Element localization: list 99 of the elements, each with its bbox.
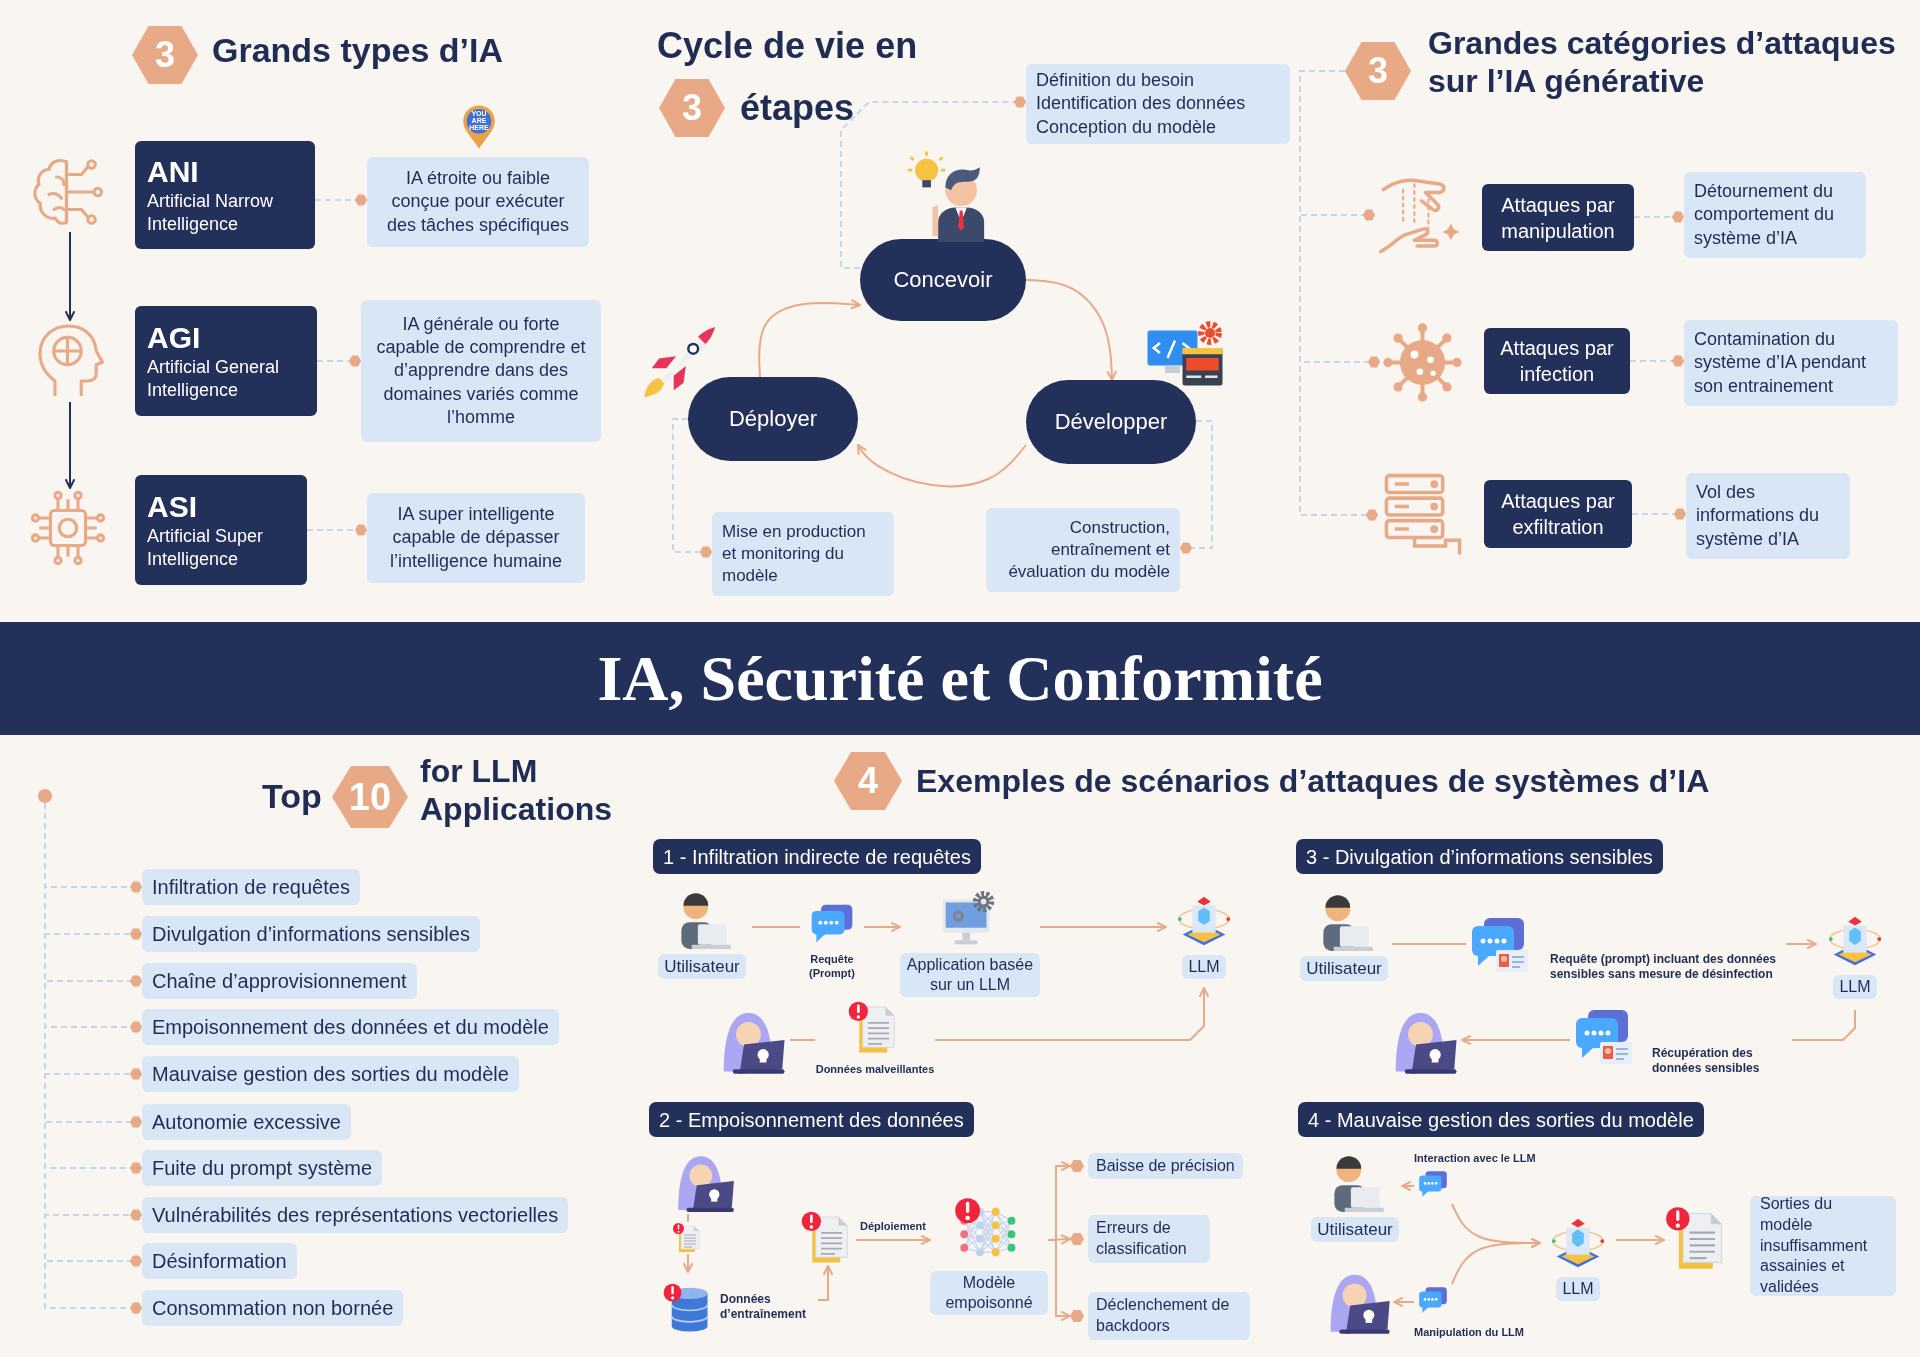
arrow [64,401,76,489]
arrow [863,921,901,933]
section-heading: Top [262,776,323,817]
scenario-header: 2 - Empoisonnement des données [649,1102,974,1137]
node-label: Utilisateur [1311,1217,1399,1243]
type-full-name: Artificial Narrow Intelligence [147,189,275,236]
list-item: Empoisonnement des données et du modèle [142,1009,559,1045]
type-card [135,141,315,249]
type-acronym: ANI [147,153,200,190]
node-label: LLM [1182,955,1226,979]
section-heading: Grandes catégories d’attaques sur l’IA générative [1428,24,1897,101]
node-label: LLM [1833,975,1877,999]
list-item: Fuite du prompt système [142,1150,383,1186]
list-item: Chaîne d’approvisionnement [142,963,417,999]
scenario-header: 1 - Infiltration indirecte de requêtes [653,839,981,874]
type-card [135,475,307,585]
category-box: Attaques par exfiltration [1484,480,1632,548]
arrow [1785,938,1817,950]
arrow [1461,1034,1571,1046]
connector-line [789,1039,816,1041]
leader-line [316,355,362,367]
description-label: Vol des informations du système d’IA [1686,473,1850,559]
connector-line [1391,943,1467,945]
arrow [64,231,76,321]
type-acronym: AGI [147,319,202,356]
step-pill: Développer [1026,380,1196,464]
connector-line [1791,1009,1856,1041]
edge-label: Déploiement [857,1220,929,1232]
connector-line [751,926,801,928]
description-label: Mise en production et monitoring du modèle [712,512,894,596]
type-full-name: Artificial Super Intelligence [147,524,265,571]
node-label: Utilisateur [1300,956,1388,982]
node-label: Manipulation du LLM [1414,1326,1524,1340]
node-label: Requête (Prompt) [808,953,856,981]
list-item: Consommation non bornée [142,1290,404,1326]
leader-line [306,524,368,536]
category-box: Attaques par manipulation [1482,184,1634,251]
type-full-name: Artificial General Intelligence [147,355,281,402]
arrow [1451,1237,1541,1285]
node-label: Données malveillantes [815,1063,935,1077]
arrow [1401,1180,1415,1192]
arrow [1025,279,1118,381]
description-label: Sorties du modèle insuffisamment assainies et validées [1750,1196,1896,1296]
scenario-header: 4 - Mauvaise gestion des sorties du modèle [1298,1102,1704,1137]
node-label: LLM [1556,1277,1600,1301]
type-card [135,306,317,416]
outcome-label: Erreurs de classification [1088,1215,1210,1263]
scenario-header: 3 - Divulgation d’informations sensibles [1296,839,1663,874]
section-heading: for LLM Applications [420,752,613,829]
list-item: Infiltration de requêtes [142,869,360,905]
node-label: Interaction avec le LLM [1414,1152,1536,1166]
section-heading: étapes [740,86,856,130]
leader-line [1631,508,1687,520]
arrow [1615,1234,1665,1246]
arrow [857,444,1027,488]
outcome-label: Baisse de précision [1088,1152,1243,1180]
arrow [817,1265,834,1301]
node-label: Modèle empoisonné [930,1271,1048,1315]
description-label: IA étroite ou faible conçue pour exécuter des tâches spécifiques [367,157,589,247]
trunk-dot [38,789,52,803]
arrow [758,298,861,378]
node-label: Requête (prompt) incluant des données sensibles sans mesure de désinfection [1550,952,1778,982]
node-label: Utilisateur [658,954,746,980]
list-item: Vulnérabilités des représentations vectorielles [142,1197,569,1233]
description-label: Contamination du système d’IA pendant son entrainement [1684,320,1898,406]
connector-line [687,1213,689,1223]
section-heading: Cycle de vie en [657,24,919,68]
list-item: Divulgation d’informations sensibles [142,916,480,952]
type-acronym: ASI [147,488,198,525]
section-heading: Exemples de scénarios d’attaques de systèmes d’IA [916,762,1711,801]
description-label: IA super intelligente capable de dépasser l’intelligence humaine [367,493,585,583]
leader-line [314,194,368,206]
list-item: Autonomie excessive [142,1104,351,1140]
arrow [682,1253,694,1273]
step-pill: Déployer [688,377,858,461]
category-box: Attaques par infection [1484,328,1630,394]
list-item: Mauvaise gestion des sorties du modèle [142,1056,519,1092]
leader-line [1633,211,1685,223]
description-label: Détournement du comportement du système d’IA [1684,172,1866,258]
node-label: Récupération des données sensibles [1652,1046,1761,1076]
arrow [855,1234,931,1246]
leader-line [1179,420,1213,554]
list-item: Désinformation [142,1243,297,1279]
leader-line [672,418,713,558]
step-pill: Concevoir [860,239,1026,321]
section-heading: Grands types d’IA [212,30,504,71]
description-label: IA générale ou forte capable de comprendre et d’apprendre dans des domaines variés comme l’homme [361,300,601,442]
description-label: Définition du besoin Identification des données Conception du modèle [1026,64,1290,144]
banner-title: IA, Sécurité et Conformité [597,641,1323,716]
node-label: Application basée sur un LLM [900,953,1040,997]
leader-line [840,96,1027,269]
leader-line [1299,70,1379,521]
outcome-label: Déclenchement de backdoors [1088,1292,1250,1340]
leader-line [1629,355,1685,367]
node-label: Données d’entraînement [720,1292,807,1322]
arrow [934,987,1210,1041]
arrow [1393,1296,1415,1308]
arrow [1039,921,1167,933]
description-label: Construction, entraînement et évaluation du modèle [986,508,1180,592]
